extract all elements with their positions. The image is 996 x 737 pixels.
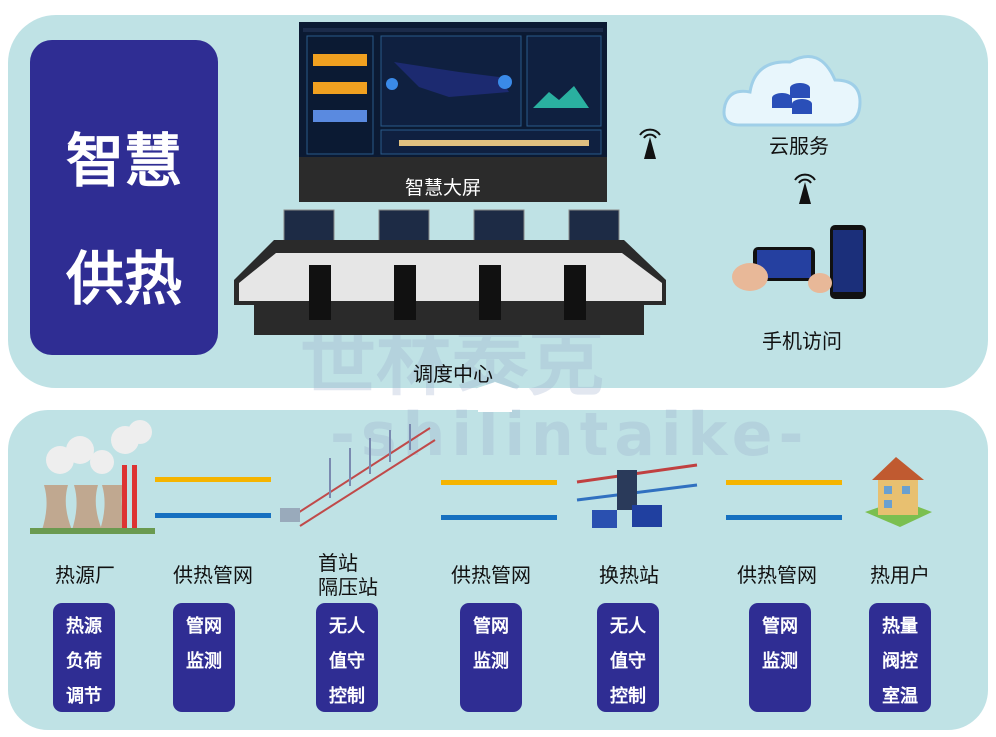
function-text: 管网 [762, 616, 798, 637]
function-box-pipeline: 管网监测 [460, 603, 522, 712]
heat-user-house-icon [865, 457, 932, 527]
stage-label-heat-source: 热源厂 [55, 563, 115, 587]
big-screen [299, 22, 607, 202]
function-text: 热源 [66, 616, 102, 637]
function-text: 无人 [610, 616, 646, 637]
function-text: 调节 [66, 686, 102, 707]
function-text: 监测 [473, 651, 509, 672]
function-box-first-station: 无人值守控制 [316, 603, 378, 712]
pipeline-return-line [726, 515, 842, 520]
big-screen-label: 智慧大屏 [405, 177, 482, 199]
title-box: 智慧 供热 [30, 40, 218, 355]
pipeline-supply-line [155, 477, 271, 482]
function-box-heat-source: 热源负荷调节 [53, 603, 115, 712]
pipeline-supply-line [726, 480, 842, 485]
function-box-heat-user: 热量阀控室温 [869, 603, 931, 712]
pipeline-return-line [155, 513, 271, 518]
function-text: 阀控 [882, 651, 918, 672]
cloud-service-label: 云服务 [769, 134, 829, 158]
stage-label-first-station: 首站 隔压站 [318, 551, 378, 599]
pipeline-supply-line [441, 480, 557, 485]
function-text: 监测 [762, 651, 798, 672]
function-text: 管网 [473, 616, 509, 637]
title-line-2: 供热 [65, 245, 182, 313]
stage-label-pipeline: 供热管网 [173, 563, 253, 587]
first-station-pipeline-icon [280, 424, 436, 527]
power-plant-icon [30, 420, 155, 534]
watermark-en: -shilintaike- [330, 400, 810, 470]
stage-label-pipeline: 供热管网 [737, 563, 817, 587]
function-box-heat-exchange: 无人值守控制 [597, 603, 659, 712]
function-box-pipeline: 管网监测 [749, 603, 811, 712]
function-box-pipeline: 管网监测 [173, 603, 235, 712]
title-line-1: 智慧 [65, 127, 182, 195]
function-text: 热量 [882, 616, 918, 637]
function-text: 无人 [329, 616, 365, 637]
function-text: 室温 [882, 686, 918, 707]
stage-label-heat-exchange: 换热站 [599, 563, 659, 587]
signal-tower-icon [639, 128, 661, 159]
stage-label-heat-user: 热用户 [870, 563, 930, 587]
function-text: 负荷 [66, 651, 102, 672]
mobile-access-label: 手机访问 [762, 329, 842, 353]
up-arrow [442, 382, 548, 412]
heat-exchange-station-icon [576, 463, 698, 528]
dispatch-console [234, 209, 666, 335]
dispatch-center-label: 调度中心 [413, 362, 493, 386]
pipeline-return-line [441, 515, 557, 520]
signal-tower-icon [794, 173, 816, 204]
function-text: 控制 [610, 686, 646, 707]
mobile-phone-icon [732, 225, 866, 299]
function-text: 控制 [329, 686, 365, 707]
function-text: 管网 [186, 616, 222, 637]
cloud-server-icon [722, 54, 862, 127]
function-text: 值守 [610, 651, 646, 672]
stage-label-line: 首站 [318, 551, 358, 575]
stage-label-pipeline: 供热管网 [451, 563, 531, 587]
function-text: 监测 [186, 651, 222, 672]
function-text: 值守 [329, 651, 365, 672]
stage-label-line: 隔压站 [318, 575, 378, 599]
